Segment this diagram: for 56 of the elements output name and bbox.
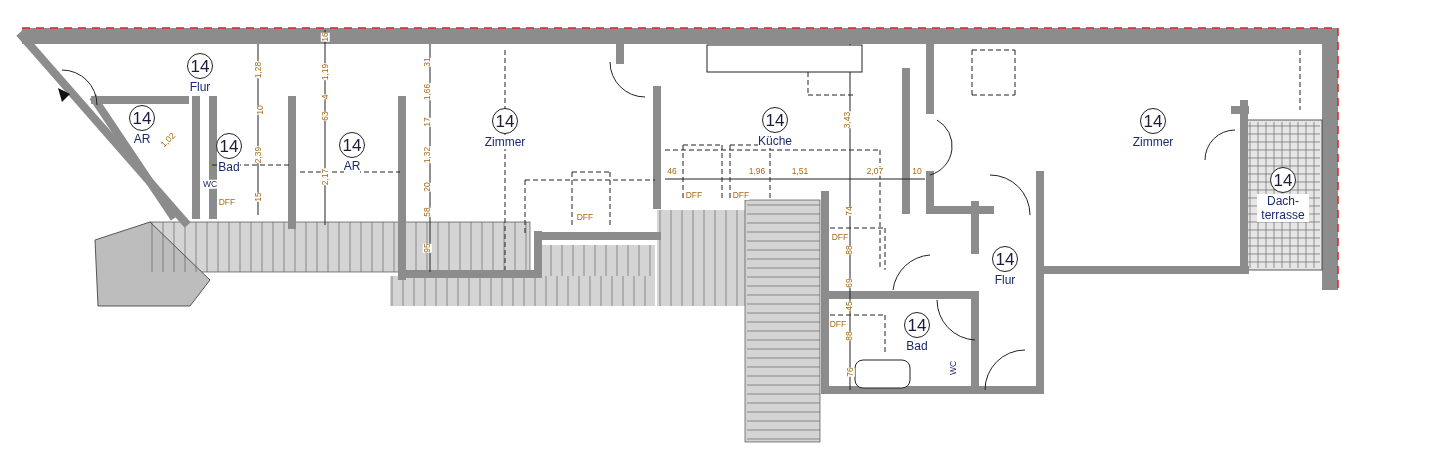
dimension-label: 10 [912, 166, 922, 176]
dimension-label: 88 [844, 245, 854, 255]
fixture-label: WC [948, 360, 958, 376]
room-number: 14 [492, 108, 518, 134]
dimension-label: 58 [422, 207, 432, 217]
dimension-label: 10 [255, 105, 265, 115]
room-number: 14 [216, 133, 242, 159]
room-number: 14 [129, 105, 155, 131]
dimension-label: 1,51 [791, 166, 809, 176]
room-name: Bad [218, 160, 240, 174]
dimension-label: 63 [320, 111, 330, 121]
room-name: AR [133, 132, 151, 146]
dimension-label: 95 [422, 243, 432, 253]
room-number: 14 [1140, 108, 1166, 134]
dimension-label: 2,39 [253, 146, 263, 164]
dimension-label: 1,19 [320, 63, 330, 81]
room-name: Dach- terrasse [1257, 194, 1309, 222]
dimension-label: 88 [844, 331, 854, 341]
room-number: 14 [762, 107, 788, 133]
dimension-label: DFF [218, 197, 236, 207]
dimension-label: 3,43 [842, 111, 852, 129]
room-name: Zimmer [1132, 135, 1174, 149]
dimension-label: 15 [253, 192, 263, 202]
dimension-label: DFF [829, 319, 847, 329]
fixture-label: WC [202, 179, 218, 189]
dimension-label: DFF [831, 232, 849, 242]
dimension-label: 46 [667, 166, 677, 176]
room-name: AR [343, 159, 361, 173]
dimension-label: 1,02 [159, 131, 177, 149]
room-number: 14 [992, 246, 1018, 272]
dimension-label: 20 [422, 182, 432, 192]
dimension-label: 1,96 [748, 166, 766, 176]
dimension-label: 1,32 [422, 146, 432, 164]
room-name: Küche [758, 134, 792, 148]
dimension-label: 76 [845, 367, 855, 377]
dimension-label: DFF [732, 190, 750, 200]
dimension-label: DFF [685, 190, 703, 200]
dimension-label: 4 [320, 94, 330, 100]
room-number: 14 [187, 53, 213, 79]
dimension-label: 74 [844, 206, 854, 216]
room-name: Flur [994, 273, 1016, 287]
dimension-label: 17 [422, 117, 432, 127]
dimension-label: 1,66 [422, 83, 432, 101]
dimension-label: 45 [844, 301, 854, 311]
dimension-label: 69 [844, 278, 854, 288]
dimension-label: 2,17 [320, 168, 330, 186]
room-number: 14 [339, 132, 365, 158]
dimension-label: 2,07 [866, 166, 884, 176]
dimension-label: 1,28 [253, 61, 263, 79]
room-name: Zimmer [484, 135, 526, 149]
room-name: Flur [189, 80, 211, 94]
room-name: Bad [906, 339, 928, 353]
dimension-label: DFF [576, 212, 594, 222]
dimension-label: 31 [422, 57, 432, 67]
dimension-label: 16 [320, 32, 330, 42]
room-number: 14 [904, 312, 930, 338]
